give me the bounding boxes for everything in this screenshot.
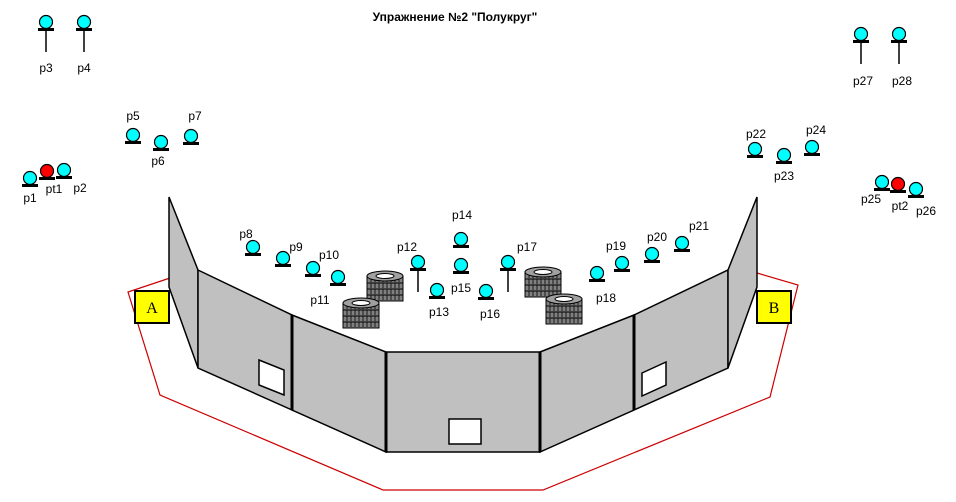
target-p17: p17: [500, 240, 537, 292]
target-label-p12: p12: [397, 240, 417, 254]
target-label-p10: p10: [319, 248, 339, 262]
target-p11: p11: [310, 269, 346, 307]
target-label-p21: p21: [689, 219, 709, 233]
target-label-p11: p11: [310, 293, 329, 307]
shooter-pt2: pt2: [890, 176, 909, 213]
target-p20: p20: [644, 230, 667, 263]
target-p2: p2: [56, 162, 87, 195]
target-p26: p26: [908, 181, 936, 218]
target-p15: p15: [451, 257, 471, 295]
target-p25: p25: [861, 174, 890, 206]
target-label-p2: p2: [73, 181, 87, 195]
target-label-p4: p4: [77, 61, 91, 75]
target-p9: p9: [275, 240, 303, 267]
targets-layer: p1 p2 p3 p4 p5 p6 p7 p8 p9 p10 p11 p12 p13 p14 p15 p16 p…: [22, 14, 936, 321]
target-label-p18: p18: [596, 291, 616, 305]
target-p21: p21: [674, 219, 709, 252]
target-p3: p3: [38, 14, 54, 75]
target-label-p16: p16: [480, 307, 500, 321]
target-label-p17: p17: [517, 240, 537, 254]
target-label-p23: p23: [774, 169, 794, 183]
wall-left-wing: [168, 196, 199, 369]
target-label-p14: p14: [452, 208, 472, 222]
target-p18: p18: [589, 265, 616, 305]
target-label-p24: p24: [806, 123, 826, 137]
tire-stack-1: [366, 270, 404, 302]
target-label-p3: p3: [39, 61, 53, 75]
window-left: [258, 358, 285, 397]
target-p8: p8: [239, 227, 261, 256]
tire-stack-4: [545, 293, 583, 325]
target-p6: p6: [151, 134, 169, 168]
zone-a-label: A: [146, 300, 158, 317]
target-label-p9: p9: [289, 240, 303, 254]
window-center: [448, 418, 482, 445]
target-p1: p1: [22, 170, 38, 205]
diagram-title: Упражнение №2 "Полукруг": [372, 10, 538, 24]
target-label-p13: p13: [429, 305, 449, 319]
target-label-p19: p19: [606, 239, 626, 253]
wall-left-inner: [291, 313, 387, 454]
shooter-label-pt2: pt2: [892, 199, 909, 213]
target-p23: p23: [774, 147, 794, 183]
target-p22: p22: [746, 127, 766, 158]
target-p27: p27: [853, 26, 873, 88]
target-label-p28: p28: [892, 74, 912, 88]
target-label-p22: p22: [746, 127, 766, 141]
target-p4: p4: [76, 14, 92, 75]
target-p7: p7: [183, 109, 202, 145]
target-label-p7: p7: [188, 109, 202, 123]
target-label-p27: p27: [853, 74, 873, 88]
target-label-p20: p20: [647, 230, 667, 244]
target-p14: p14: [452, 208, 472, 248]
wall-right-inner: [539, 313, 635, 454]
shooter-label-pt1: pt1: [46, 182, 63, 196]
target-p13: p13: [429, 282, 449, 319]
wall-right-wing: [727, 196, 758, 369]
boundary-line: [127, 272, 799, 491]
tire-stack-2: [342, 297, 380, 329]
tire-stack-3: [524, 266, 562, 298]
target-label-p5: p5: [126, 109, 140, 123]
target-label-p1: p1: [23, 191, 37, 205]
target-p24: p24: [804, 123, 826, 156]
target-p10: p10: [305, 248, 339, 277]
tire-stacks: [342, 266, 583, 329]
zone-b: B: [756, 290, 792, 324]
target-p16: p16: [478, 283, 500, 321]
target-label-p26: p26: [916, 204, 936, 218]
zone-a: A: [134, 290, 170, 324]
zone-b-label: B: [769, 300, 780, 317]
target-label-p8: p8: [239, 227, 253, 241]
target-label-p6: p6: [151, 154, 165, 168]
target-p12: p12: [397, 240, 426, 292]
target-p5: p5: [125, 109, 141, 144]
target-p28: p28: [891, 26, 912, 88]
target-p19: p19: [606, 239, 630, 272]
target-label-p25: p25: [861, 192, 881, 206]
window-right: [641, 360, 667, 398]
shooter-pt1: pt1: [39, 163, 63, 196]
target-label-p15: p15: [451, 281, 471, 295]
